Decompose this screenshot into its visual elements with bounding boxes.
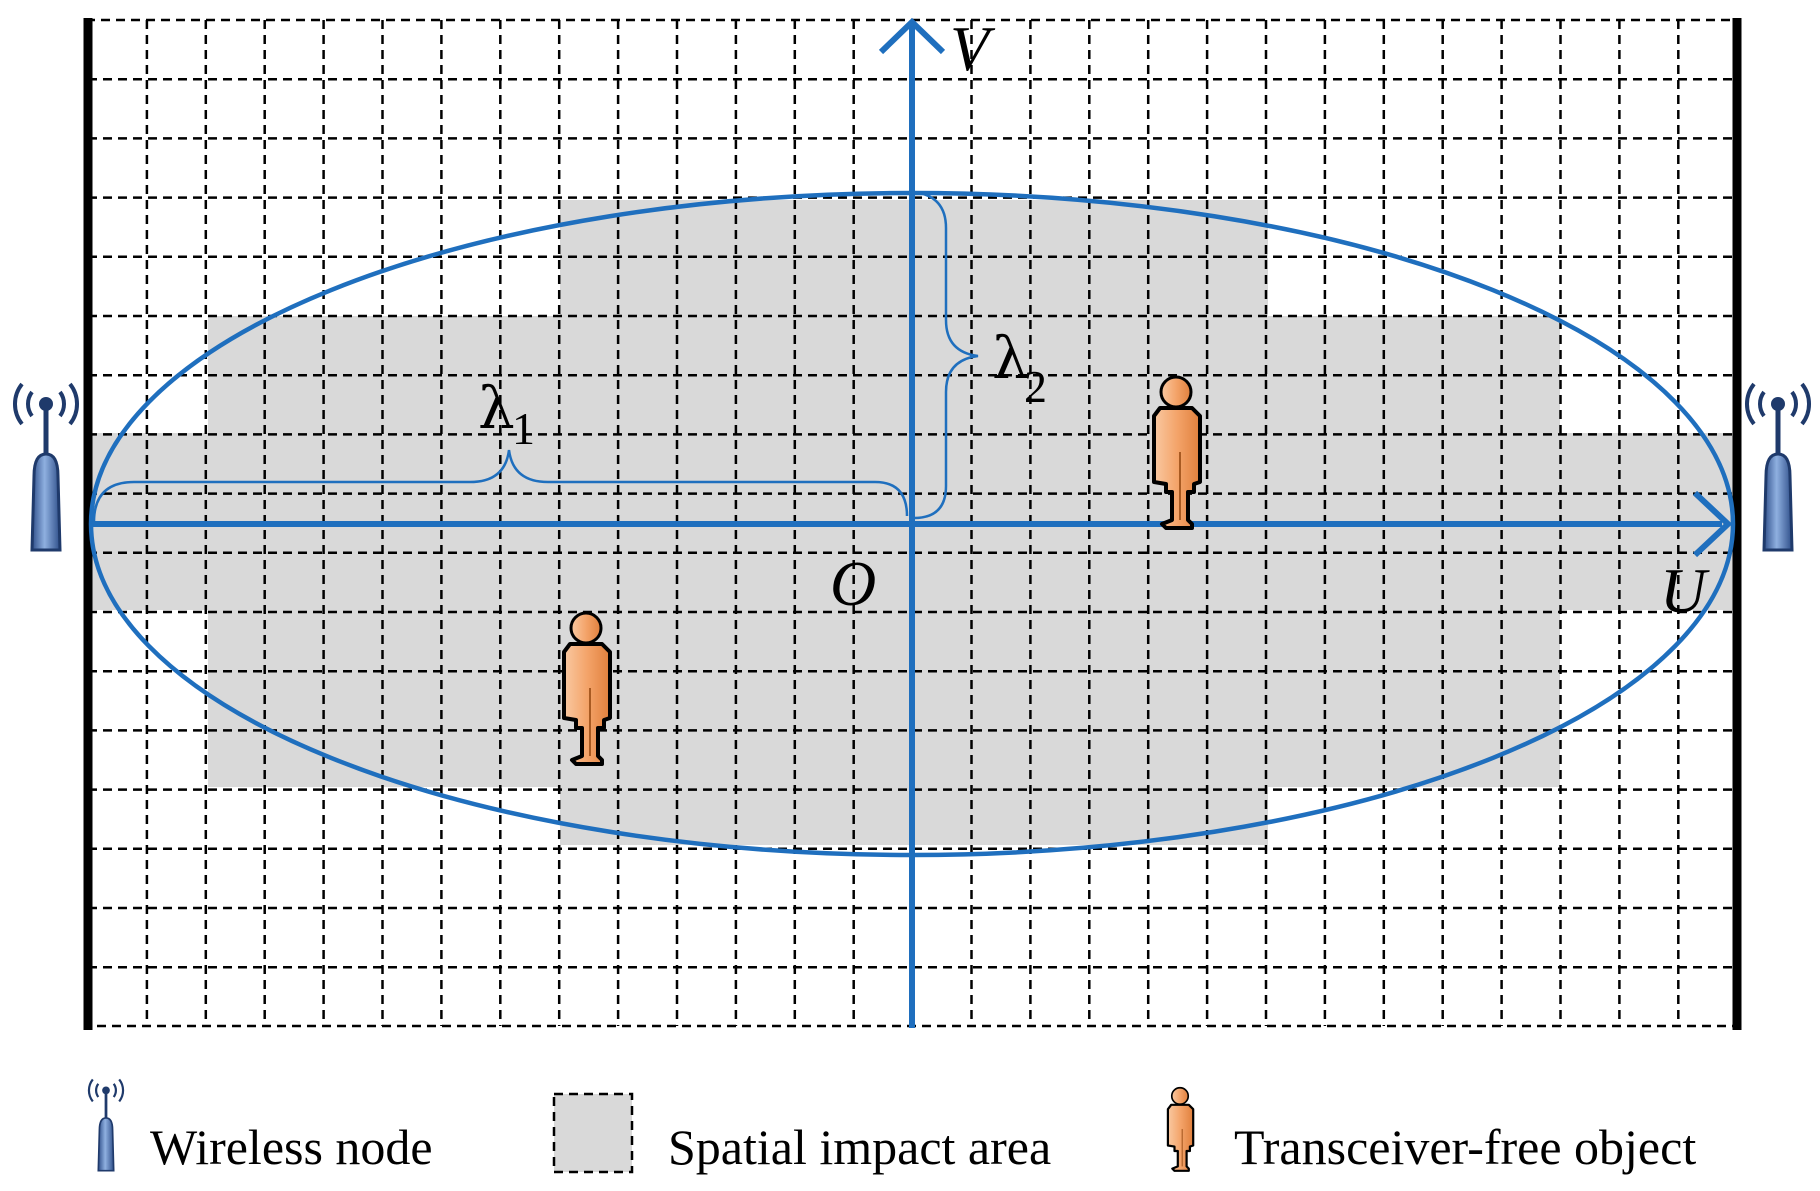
wireless-node-left-icon xyxy=(15,384,77,550)
lambda-1-subscript: 1 xyxy=(512,403,535,454)
lambda-1-symbol: λ xyxy=(478,374,515,442)
legend-impact-area-label: Spatial impact area xyxy=(668,1119,1051,1175)
lambda-2-label: λ 2 xyxy=(992,324,1047,412)
u-axis-label: U xyxy=(1660,555,1710,626)
lambda-1-label: λ 1 xyxy=(478,374,535,454)
lambda-1-brace xyxy=(92,449,909,523)
legend-impact-area-swatch xyxy=(552,1092,634,1174)
legend-wireless-node-icon xyxy=(87,1078,125,1173)
lambda-2-subscript: 2 xyxy=(1024,361,1047,412)
v-axis-label: V xyxy=(950,13,996,84)
legend-person-icon xyxy=(1166,1086,1195,1172)
wireless-node-right-icon xyxy=(1747,384,1809,550)
legend-wireless-node-label: Wireless node xyxy=(150,1119,433,1175)
lambda-2-brace xyxy=(913,190,979,520)
lambda-2-symbol: λ xyxy=(992,324,1029,392)
origin-label: O xyxy=(830,548,876,619)
legend: Wireless node Spatial impact area Transc… xyxy=(87,1078,1696,1175)
v-axis xyxy=(878,17,946,1028)
legend-object-label: Transceiver-free object xyxy=(1234,1119,1696,1175)
u-axis xyxy=(90,490,1733,558)
